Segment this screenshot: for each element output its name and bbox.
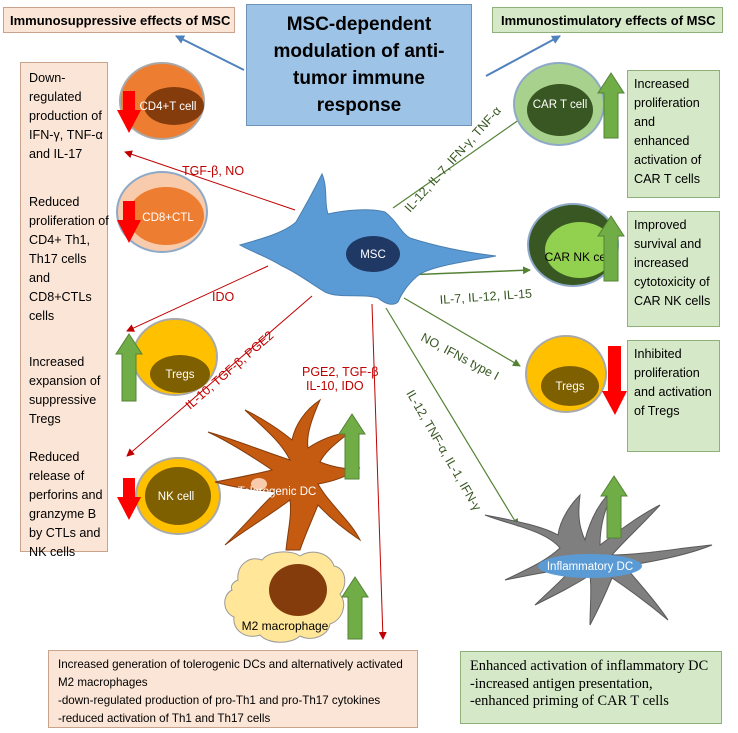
arrow-to-cd4 xyxy=(124,150,296,211)
label-pge2-tgf: PGE2, TGF-β xyxy=(302,365,378,379)
effect-reduced-proliferation: Reduced proliferation of CD4+ Th1, Th17 … xyxy=(29,195,109,323)
arrow-to-tregs-left xyxy=(126,265,269,332)
arrow-to-car-nk xyxy=(403,266,531,276)
arrow-to-car-t xyxy=(392,109,534,209)
down-arrow-tregs-right-icon xyxy=(602,346,627,415)
cd4-label: CD4+T cell xyxy=(140,101,197,113)
effect-car-t-activation: Increased proliferation and enhanced act… xyxy=(627,70,720,198)
down-arrow-nk-icon xyxy=(117,478,141,520)
cd8-ctl-cell: CD8+CTL xyxy=(116,171,208,253)
summary-line: -reduced activation of Th1 and Th17 cell… xyxy=(58,712,271,725)
tregs-left-label: Tregs xyxy=(166,369,195,381)
summary-line: Enhanced activation of inflammatory DC xyxy=(470,658,709,674)
car-nk-cell: CAR NK cell xyxy=(527,203,619,287)
summary-line: Increased generation of tolerogenic DCs … xyxy=(58,658,403,689)
msc-label: MSC xyxy=(360,249,386,261)
car-t-label: CAR T cell xyxy=(533,99,588,111)
label-tgf-no: TGF-β, NO xyxy=(182,164,244,178)
inflammatory-summary-box: Enhanced activation of inflammatory DC -… xyxy=(460,651,722,724)
down-arrow-cd4-icon xyxy=(117,91,141,133)
tolerogenic-dc-cell: Tolerogenic DC xyxy=(207,398,362,551)
car-t-cell: CAR T cell xyxy=(513,62,605,146)
summary-line: -enhanced priming of CAR T cells xyxy=(470,693,669,709)
m2-label: M2 macrophage xyxy=(242,619,329,633)
tregs-right-cell: Tregs xyxy=(525,335,607,413)
left-effects-panel: Down-regulated production of IFN-γ, TNF-… xyxy=(20,62,109,559)
up-arrow-inflammatory-dc-icon xyxy=(600,475,628,539)
cd8-label: CD8+CTL xyxy=(142,212,194,224)
arrow-to-m2 xyxy=(371,303,387,640)
label-il10-ido: IL-10, IDO xyxy=(306,379,364,393)
label-no-ifns: NO, IFNs type I xyxy=(419,330,502,383)
inflammatory-dc-cell: Inflammatory DC xyxy=(484,487,713,626)
m2-macrophage-cell: M2 macrophage xyxy=(224,551,346,643)
tregs-left-cell: Tregs xyxy=(132,318,218,396)
label-il12-il7-ifn-tnf: IL-12, IL-7, IFN-γ, TNF-α xyxy=(402,104,504,215)
effect-treg-expansion: Increased expansion of suppressive Tregs xyxy=(29,355,101,426)
summary-line: -increased antigen presentation, xyxy=(470,675,653,692)
cd4-t-cell: CD4+T cell xyxy=(119,62,205,140)
arrow-to-inflammatory-dc xyxy=(385,307,519,527)
tregs-right-label: Tregs xyxy=(556,381,585,393)
nk-cell: NK cell xyxy=(135,457,221,535)
effect-reduced-perforin: Reduced release of perforins and granzym… xyxy=(29,450,103,559)
diagram-title: MSC-dependent modulation of anti-tumor i… xyxy=(246,4,472,126)
effect-cytokine-reduction: Down-regulated production of IFN-γ, TNF-… xyxy=(29,71,103,161)
tolerogenic-dc-label: Tolerogenic DC xyxy=(238,486,317,498)
msc-cell: MSC xyxy=(238,172,497,305)
label-il7-il12-il15: IL-7, IL-12, IL-15 xyxy=(439,287,532,307)
up-arrow-m2-icon xyxy=(341,576,369,640)
title-left-arrow xyxy=(175,35,245,71)
effect-treg-inhibition: Inhibited proliferation and activation o… xyxy=(627,340,720,452)
up-arrow-tregs-left-icon xyxy=(115,333,143,402)
car-nk-label: CAR NK cell xyxy=(545,250,612,264)
tolerogenic-summary-box: Increased generation of tolerogenic DCs … xyxy=(48,650,418,728)
label-ido: IDO xyxy=(212,290,235,304)
immunostimulatory-header: Immunostimulatory effects of MSC xyxy=(492,7,723,33)
arrow-to-tregs-right xyxy=(403,297,521,367)
arrow-to-nk xyxy=(126,295,313,457)
up-arrow-tolerogenic-dc-icon xyxy=(338,413,366,480)
immunosuppressive-header: Immunosuppressive effects of MSC xyxy=(3,7,235,33)
effect-car-nk-cytotoxicity: Improved survival and increased cytotoxi… xyxy=(627,211,720,327)
nk-label: NK cell xyxy=(158,491,194,503)
summary-line: -down-regulated production of pro-Th1 an… xyxy=(58,694,381,707)
up-arrow-car-nk-icon xyxy=(597,215,625,282)
down-arrow-cd8-icon xyxy=(117,201,141,243)
inflammatory-dc-label: Inflammatory DC xyxy=(547,561,633,573)
title-right-arrow xyxy=(485,35,561,77)
up-arrow-car-t-icon xyxy=(597,72,625,139)
